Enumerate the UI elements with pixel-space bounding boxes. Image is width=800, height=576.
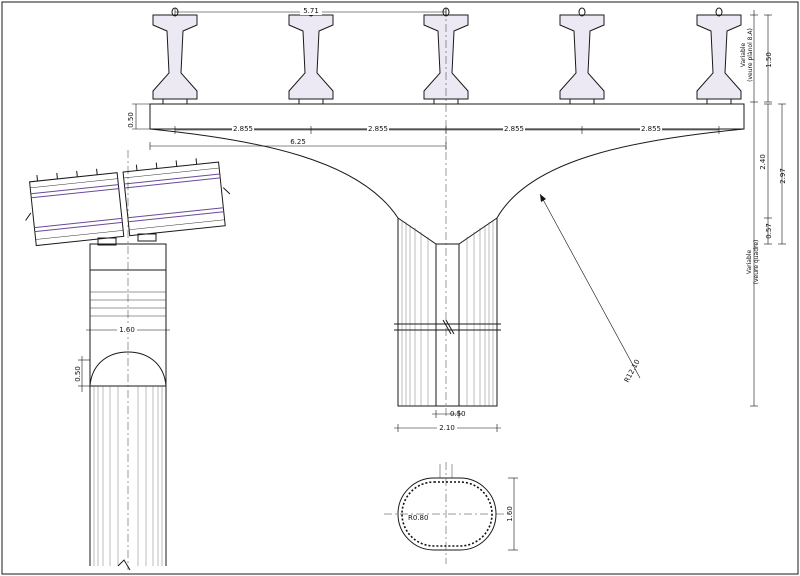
variable-label-bottom-2: (veure quadre) [753, 240, 760, 285]
side-elevation: 1.60 0.50 [25, 150, 231, 571]
side-beam-left [29, 168, 125, 247]
dim-label-0-50-side: 0.50 [74, 366, 82, 382]
dim-label-1-60-side: 1.60 [119, 326, 135, 334]
variable-label-bottom-1: Variable [746, 250, 753, 275]
right-dimensions: Variable (veure plànol 8.A) Variable (ve… [740, 10, 787, 407]
precast-beam-1 [152, 7, 198, 105]
variable-label-top-1: Variable [740, 43, 747, 68]
dim-label-section-height: 1.60 [506, 506, 514, 522]
dim-label-1-50: 1.50 [765, 52, 773, 68]
dim-side-width: 1.60 [86, 325, 170, 334]
main-elevation: 5.71 0.50 2.855 2.855 2.855 2.855 [127, 6, 745, 432]
dim-label-core: 0.50 [450, 410, 466, 418]
radius-leader: R12.10 [539, 193, 642, 384]
dim-half-width: 6.25 [149, 138, 447, 150]
precast-beam-5 [696, 7, 742, 105]
dim-label-6-25: 6.25 [290, 138, 306, 146]
dim-beam-spacing: 5.71 [174, 6, 447, 16]
dim-label-span-2: 2.855 [368, 125, 388, 133]
bearing-left [97, 237, 117, 246]
precast-beam-2 [288, 7, 334, 105]
bearing-right [137, 233, 157, 242]
dim-label-span-3: 2.855 [504, 125, 524, 133]
dim-column: 0.50 2.10 [394, 410, 501, 432]
dim-label-radius: R12.10 [623, 358, 642, 384]
dim-label-0-57: 0.57 [765, 223, 773, 239]
column-cross-section: R0.80 1.60 [384, 462, 518, 564]
dim-label-span-4: 2.855 [641, 125, 661, 133]
dim-label-2-97: 2.97 [779, 168, 787, 184]
dim-spans: 2.855 2.855 2.855 2.855 [174, 124, 720, 134]
column [394, 218, 501, 407]
pier-cap [149, 103, 745, 245]
dim-label-5-71: 5.71 [303, 7, 319, 15]
dim-label-column: 2.10 [439, 424, 455, 432]
dim-label-section-radius: R0.80 [408, 514, 428, 522]
dim-deck-thickness: 0.50 [127, 103, 150, 130]
dim-label-span-1: 2.855 [233, 125, 253, 133]
dim-side-cap: 0.50 [74, 356, 90, 392]
side-column [89, 386, 167, 571]
dim-label-2-40: 2.40 [759, 154, 767, 170]
variable-label-top-2: (veure plànol 8.A) [747, 28, 754, 82]
side-beam-right [122, 158, 226, 237]
precast-beam-4 [559, 7, 605, 105]
side-pier-head [89, 150, 167, 570]
dim-label-0-50: 0.50 [127, 112, 135, 128]
